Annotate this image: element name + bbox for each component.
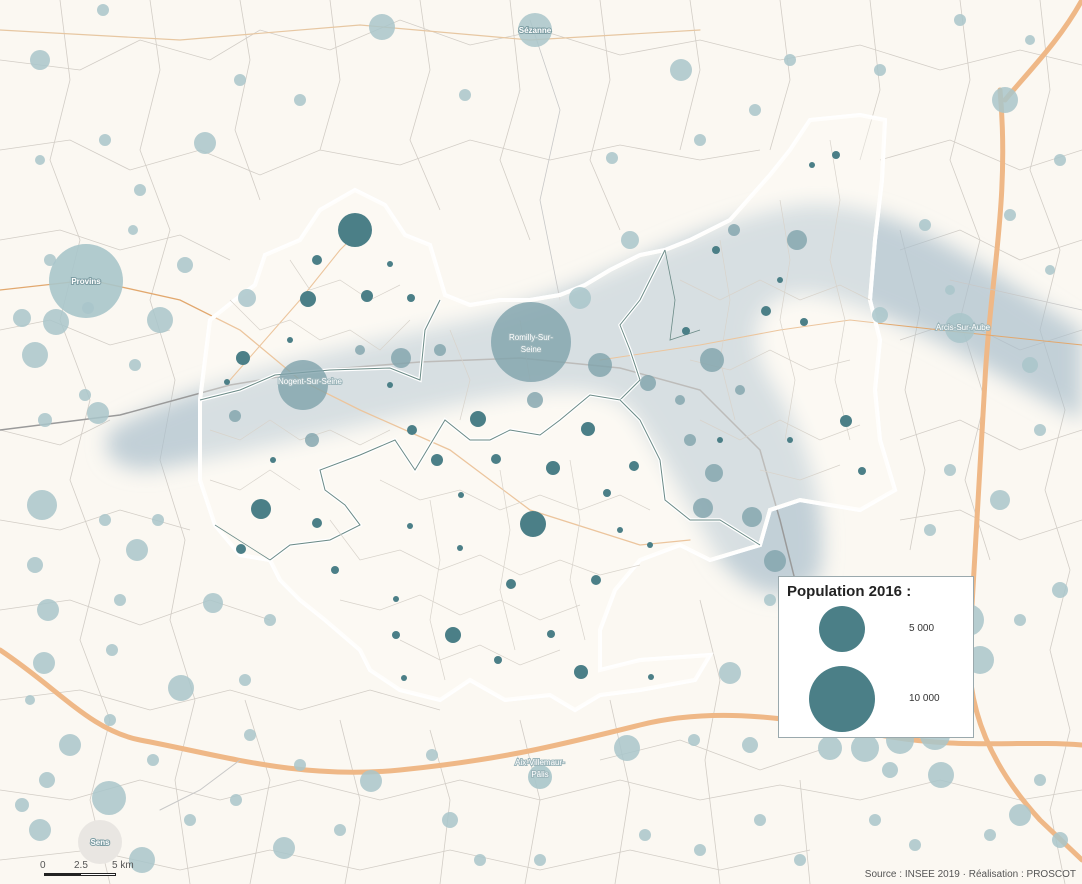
provins-circle <box>49 244 123 318</box>
inner-commune-mesh <box>209 139 871 681</box>
scale-segment-light <box>80 873 116 876</box>
legend-circle-small <box>818 605 866 653</box>
label-sens: Sens <box>90 838 110 847</box>
credits: Source : INSEE 2019 · Réalisation : PROS… <box>864 869 1076 880</box>
corridor-circles <box>229 224 807 572</box>
legend-title: Population 2016 : <box>787 583 912 600</box>
inside-population-circles <box>224 151 866 681</box>
label-aix-1: Aix-Villemaur- <box>515 758 565 767</box>
label-arcis: Arcis-Sur-Aube <box>936 323 991 332</box>
sens-urban-area <box>78 820 122 864</box>
scale-segment-dark <box>44 873 80 876</box>
legend-label-large: 10 000 <box>909 693 940 704</box>
scale-bar: 0 2.5 5 km <box>40 860 150 880</box>
study-area <box>198 112 898 713</box>
scale-tick-1: 2.5 <box>74 860 88 871</box>
label-romilly-2: Seine <box>521 345 542 354</box>
aix-circle <box>528 765 552 789</box>
roads <box>0 0 1082 863</box>
label-nogent: Nogent-Sur-Seine <box>278 377 343 386</box>
place-labels: Sézanne Provins Nogent-Sur-Seine Romilly… <box>70 25 991 848</box>
legend-circle-large <box>809 666 875 732</box>
label-sezanne: Sézanne <box>519 26 552 35</box>
scale-tick-2: 5 km <box>112 860 134 871</box>
outside-population-circles <box>13 4 1068 873</box>
label-romilly-1: Romilly-Sur- <box>509 333 553 342</box>
label-provins: Provins <box>71 277 101 286</box>
label-aix-2: Pâlis <box>531 770 548 779</box>
scale-tick-0: 0 <box>40 860 46 871</box>
legend-label-small: 5 000 <box>909 623 935 634</box>
legend: Population 2016 : 5 000 10 000 <box>778 576 974 738</box>
